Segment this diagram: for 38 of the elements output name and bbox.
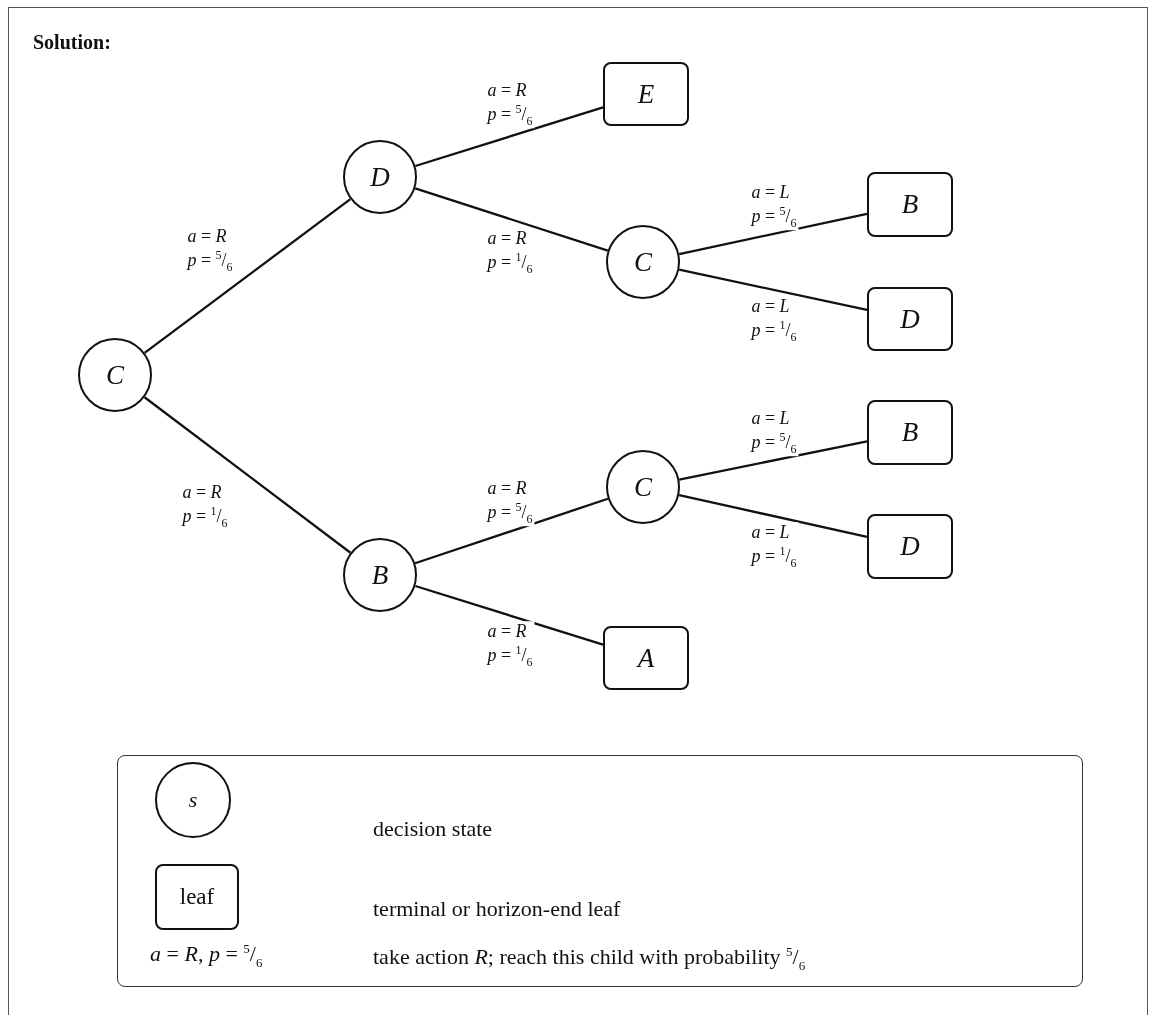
leaf-box: D (867, 514, 953, 579)
title: Solution: (33, 31, 111, 54)
branch-line (143, 396, 352, 554)
edge-label: a = R p = $^{1}$/$_{6}$ (485, 228, 535, 276)
edge-label: a = L p = $^{5}$/$_{6}$ (749, 182, 799, 230)
state-circle: D (343, 140, 417, 214)
branch-line (678, 212, 868, 256)
leaf-box: E (603, 62, 689, 126)
state-circle: B (343, 538, 417, 612)
edge-label: a = R p = $^{5}$/$_{6}$ (185, 226, 235, 274)
branch-line (143, 198, 352, 354)
state-circle: C (606, 450, 680, 524)
edge-label: a = R p = $^{1}$/$_{6}$ (485, 621, 535, 669)
state-circle: C (606, 225, 680, 299)
legend-text: terminal or horizon-end leaf (373, 896, 621, 922)
branch-line (414, 497, 609, 565)
branch-line (414, 106, 604, 168)
leaf-box: B (867, 400, 953, 465)
edge-label: a = R p = $^{5}$/$_{6}$ (485, 478, 535, 526)
legend-text: take action R; reach this child with probability $^{5}$/$_{6}$ (373, 944, 806, 974)
edge-label: a = R p = $^{1}$/$_{6}$ (180, 482, 230, 530)
leaf-box: A (603, 626, 689, 690)
edge-label: a = L p = $^{1}$/$_{6}$ (749, 522, 799, 570)
leaf-box: B (867, 172, 953, 237)
state-circle: C (78, 338, 152, 412)
legend-text: decision state (373, 816, 493, 842)
edge-label: a = L p = $^{5}$/$_{6}$ (749, 408, 799, 456)
branch-line (678, 493, 868, 539)
branch-line (679, 440, 868, 481)
state-circle-sample: s (155, 762, 231, 838)
branch-line (678, 268, 868, 311)
leaf-box: D (867, 287, 953, 351)
leaf-box-sample: leaf (155, 864, 239, 930)
branch-line (414, 187, 609, 252)
branch-line (414, 584, 604, 646)
edge-label: a = R p = $^{5}$/$_{6}$ (485, 80, 535, 128)
edge-label: a = L p = $^{1}$/$_{6}$ (749, 296, 799, 344)
edge-label-sample: a = R, p = $^{5}$/$_{6}$ (150, 941, 263, 971)
